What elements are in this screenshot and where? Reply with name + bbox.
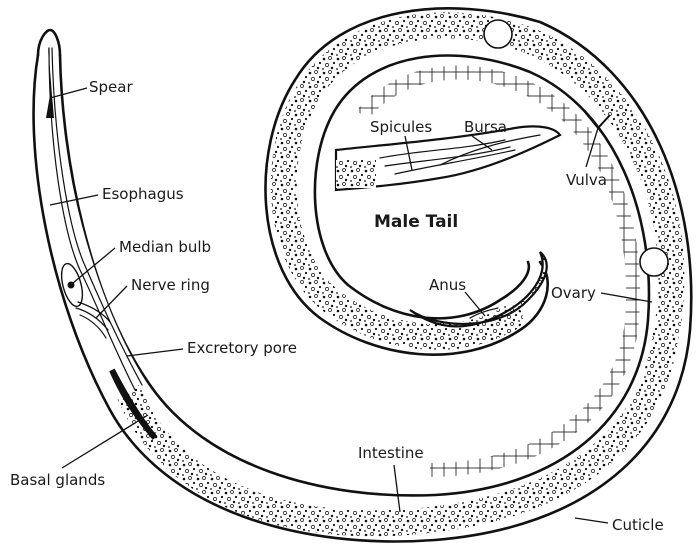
label-esophagus: Esophagus — [102, 185, 184, 203]
egg-right — [640, 248, 668, 276]
label-anus: Anus — [429, 276, 466, 294]
excretory-pore-leader — [127, 349, 183, 356]
label-cuticle: Cuticle — [612, 516, 664, 534]
label-vulva: Vulva — [566, 171, 607, 189]
label-male-tail: Male Tail — [374, 212, 458, 232]
intestine-leader — [394, 465, 400, 512]
label-intestine: Intestine — [358, 444, 424, 462]
label-basal-glands: Basal glands — [10, 471, 105, 489]
male-tail-granules — [336, 160, 376, 188]
cuticle-leader — [575, 518, 608, 523]
basal-glands-leader — [62, 415, 148, 468]
label-ovary: Ovary — [551, 284, 596, 302]
label-bursa: Bursa — [464, 118, 507, 136]
label-spicules: Spicules — [370, 118, 432, 136]
label-excretory-pore: Excretory pore — [187, 339, 297, 357]
label-median-bulb: Median bulb — [119, 238, 211, 256]
label-nerve-ring: Nerve ring — [131, 276, 210, 294]
label-spear: Spear — [89, 78, 133, 96]
egg-top — [484, 20, 512, 48]
